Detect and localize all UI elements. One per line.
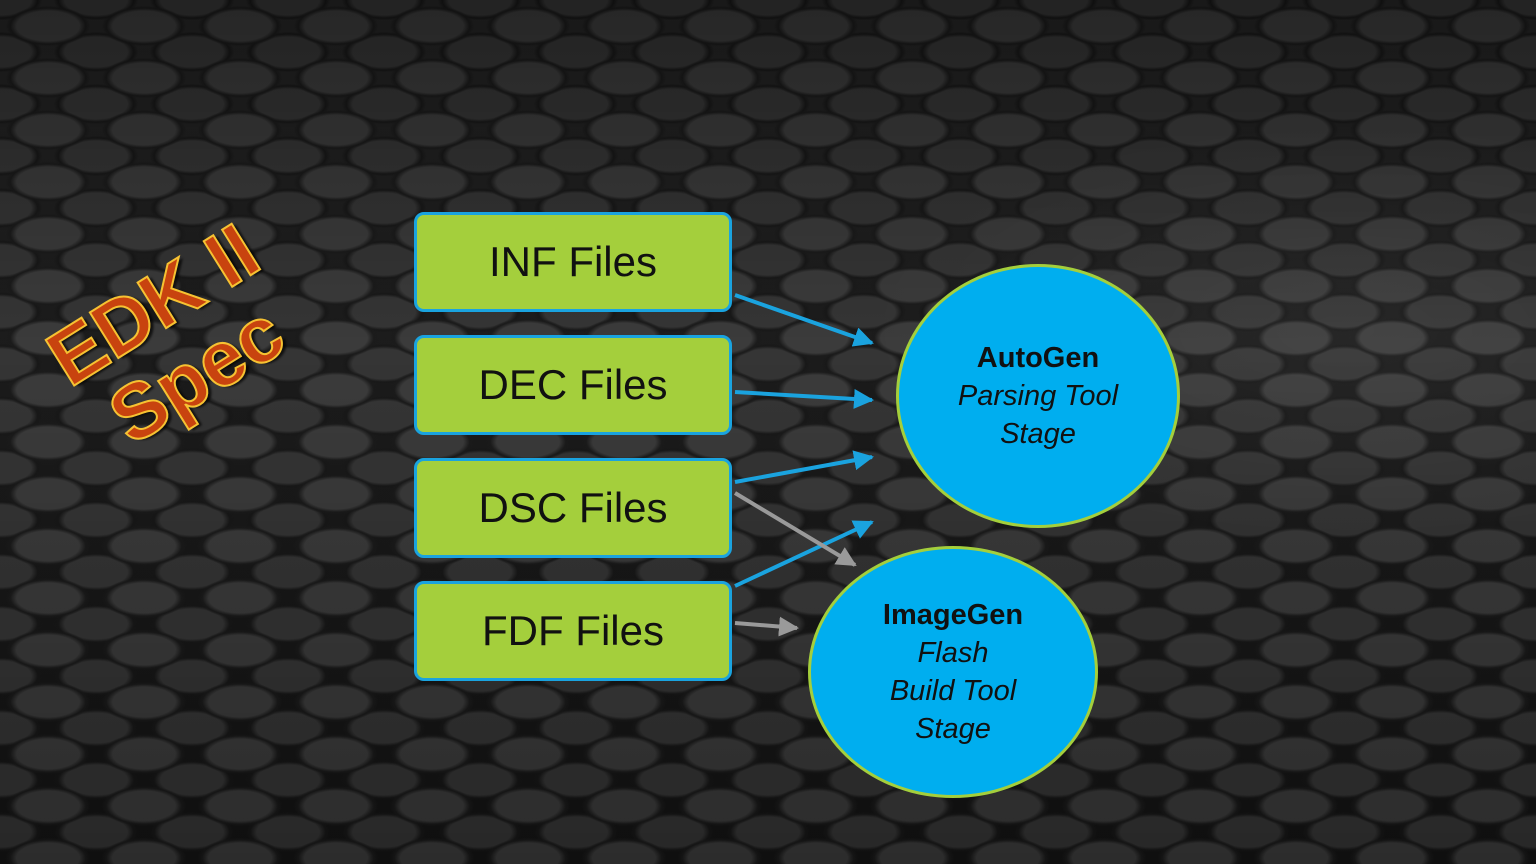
- fdf-files-label: FDF Files: [482, 607, 664, 654]
- imagegen-name: ImageGen: [882, 599, 1024, 631]
- dsc-files-box: DSC Files: [414, 458, 732, 558]
- autogen-desc-line-1: Parsing Tool: [957, 380, 1119, 412]
- dec-files-label: DEC Files: [478, 361, 668, 408]
- autogen-name: AutoGen: [976, 342, 1100, 374]
- dec-files-box: DEC Files: [414, 335, 732, 435]
- imagegen-stage-circle: ImageGen Flash Build Tool Stage: [808, 546, 1098, 798]
- arrow-fdf-to-autogen: [734, 520, 874, 588]
- arrow-inf-to-autogen: [734, 293, 874, 347]
- imagegen-desc-line-1: Flash: [917, 637, 989, 669]
- arrow-fdf-to-imagegen: [734, 616, 799, 637]
- arrow-dsc-to-autogen: [734, 450, 874, 484]
- inf-files-box: INF Files: [414, 212, 732, 312]
- inf-files-label: INF Files: [489, 238, 657, 285]
- autogen-stage-circle: AutoGen Parsing Tool Stage: [896, 264, 1180, 528]
- imagegen-desc-line-2: Build Tool: [889, 675, 1017, 707]
- autogen-desc-line-2: Stage: [1000, 418, 1076, 450]
- fdf-files-box: FDF Files: [414, 581, 732, 681]
- dsc-files-label: DSC Files: [478, 484, 668, 531]
- arrow-dec-to-autogen: [734, 388, 874, 409]
- imagegen-desc-line-3: Stage: [915, 713, 991, 745]
- arrow-dsc-to-imagegen: [733, 491, 857, 567]
